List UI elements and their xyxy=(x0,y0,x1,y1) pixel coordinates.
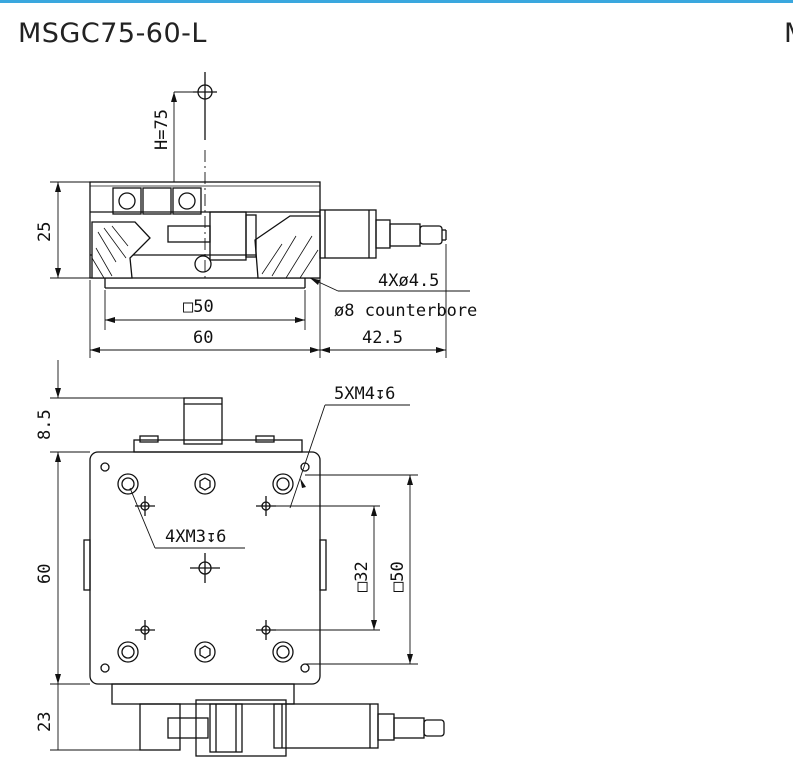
page-title: MSGC75-60-L xyxy=(18,18,207,49)
height-label: H=75 xyxy=(152,109,172,150)
header-accent-line xyxy=(0,0,793,3)
micrometer-barrel-side xyxy=(319,209,377,259)
inner-square-label: □32 xyxy=(352,561,372,592)
bottom-label: 23 xyxy=(35,712,55,732)
micrometer-barrel-top xyxy=(273,703,379,749)
side-length-label: 60 xyxy=(35,564,55,584)
outer-square-label: □50 xyxy=(388,561,408,592)
micrometer-length-label: 42.5 xyxy=(362,328,403,348)
knob-label: 8.5 xyxy=(35,409,55,440)
thickness-label: 25 xyxy=(35,222,55,242)
hole-label: 4Xø4.5 xyxy=(378,271,439,291)
counterbore-label: ø8 counterbore xyxy=(334,301,477,321)
m3-holes xyxy=(135,496,276,640)
inner-holes-label: 4XM3↧6 xyxy=(165,527,226,547)
corner-holes xyxy=(117,473,294,663)
next-title-cutoff: M xyxy=(784,18,793,49)
top-view xyxy=(50,360,445,757)
top-holes-label: 5XM4↧6 xyxy=(334,384,395,404)
dimension-labels: H=75 25 4Xø4.5 ø8 counterbore □50 60 42.… xyxy=(35,109,477,732)
side-view xyxy=(50,72,470,358)
knob-top xyxy=(183,397,223,445)
width-label: 60 xyxy=(193,328,213,348)
square50-side-label: □50 xyxy=(183,297,214,317)
